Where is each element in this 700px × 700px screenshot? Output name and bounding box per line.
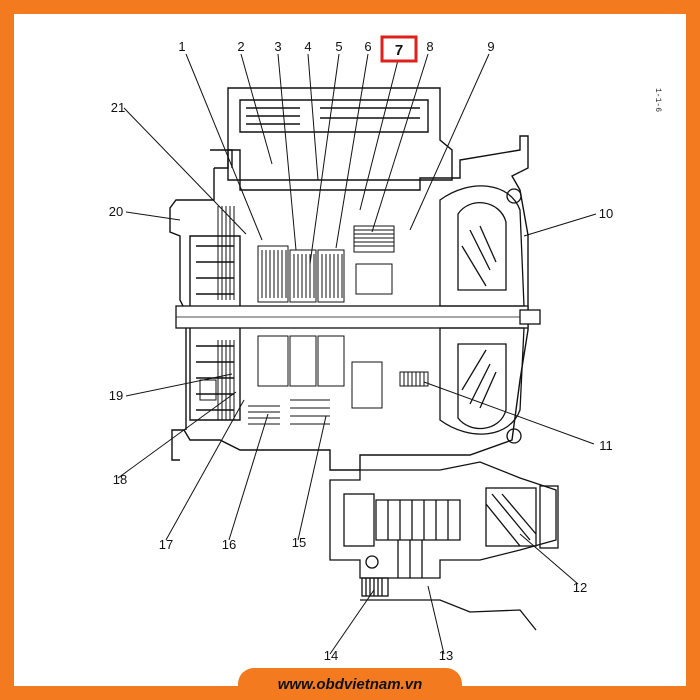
callout-8: 8	[426, 39, 433, 54]
website-link[interactable]: www.obdvietnam.vn	[277, 675, 423, 693]
callout-2: 2	[237, 39, 244, 54]
callout-9: 9	[487, 39, 494, 54]
callout-3: 3	[274, 39, 281, 54]
callout-6: 6	[364, 39, 371, 54]
footer-tab: www.obdvietnam.vn	[238, 668, 462, 700]
callout-7-highlight-box	[380, 35, 418, 63]
callout-labels: 1 2 3 4 5 6 7 8 9 10 11 12 13 14 15 16 1…	[109, 39, 613, 663]
callout-17: 17	[159, 537, 173, 552]
callout-21: 21	[111, 100, 125, 115]
callout-19: 19	[109, 388, 123, 403]
callout-10: 10	[599, 206, 613, 221]
callout-7: 7	[395, 42, 403, 59]
callout-14: 14	[324, 648, 338, 663]
callout-15: 15	[292, 535, 306, 550]
callout-12: 12	[573, 580, 587, 595]
callout-13: 13	[439, 648, 453, 663]
callout-16: 16	[222, 537, 236, 552]
callout-20: 20	[109, 204, 123, 219]
figure-code: 1-1-6	[653, 88, 662, 113]
leader-lines	[117, 53, 597, 655]
callout-1: 1	[178, 39, 185, 54]
main-shaft	[175, 305, 541, 329]
differential-assembly	[329, 461, 559, 631]
callout-11: 11	[599, 438, 613, 453]
callout-18: 18	[113, 472, 127, 487]
torque-converter	[439, 185, 525, 444]
callout-4: 4	[304, 39, 311, 54]
callout-5: 5	[335, 39, 342, 54]
